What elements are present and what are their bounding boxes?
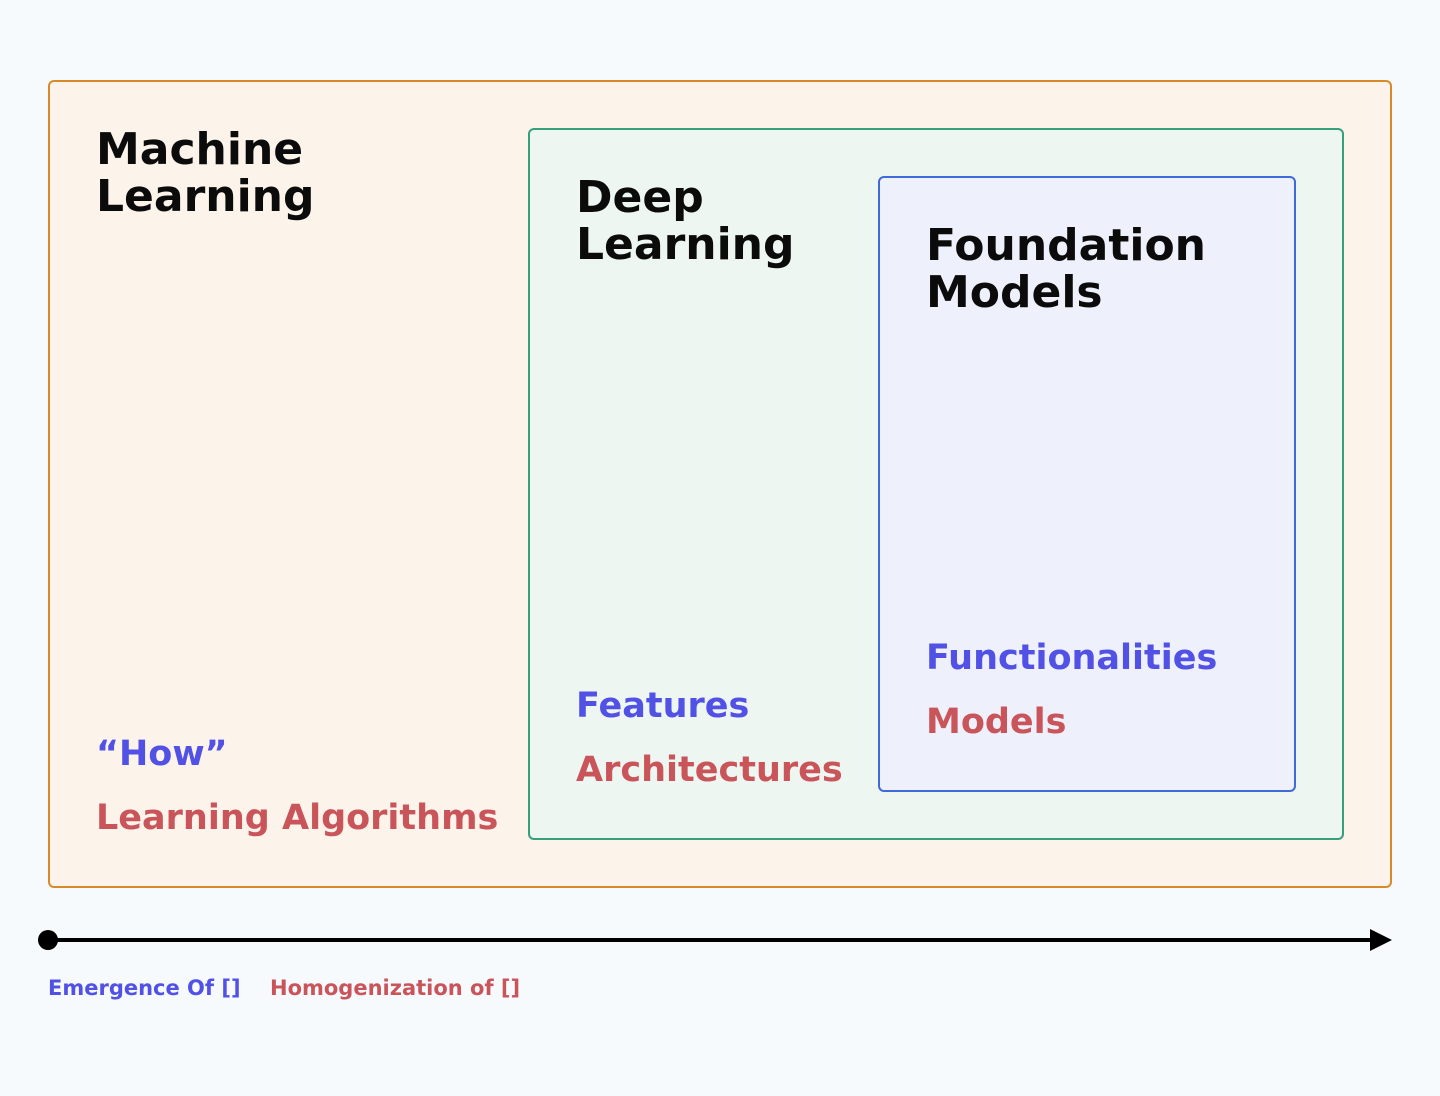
deep-learning-emergence-label: Features	[576, 686, 750, 726]
machine-learning-homogenization-label: Learning Algorithms	[96, 798, 499, 838]
foundation-models-box	[878, 176, 1296, 792]
machine-learning-title: Machine Learning	[96, 126, 315, 220]
machine-learning-title-line1: Machine	[96, 124, 304, 175]
foundation-models-title-line2: Models	[926, 267, 1103, 318]
deep-learning-title-line2: Learning	[576, 219, 795, 270]
foundation-models-title-line1: Foundation	[926, 220, 1207, 271]
deep-learning-title-line1: Deep	[576, 172, 704, 223]
machine-learning-emergence-label: “How”	[96, 734, 228, 774]
legend-homogenization: Homogenization of []	[270, 976, 521, 1000]
legend-emergence: Emergence Of []	[48, 976, 241, 1000]
foundation-models-homogenization-label: Models	[926, 702, 1067, 742]
machine-learning-title-line2: Learning	[96, 171, 315, 222]
deep-learning-homogenization-label: Architectures	[576, 750, 843, 790]
foundation-models-title: Foundation Models	[926, 222, 1206, 316]
deep-learning-title: Deep Learning	[576, 174, 795, 268]
foundation-models-emergence-label: Functionalities	[926, 638, 1218, 678]
timeline-arrowhead-icon	[1370, 929, 1392, 951]
